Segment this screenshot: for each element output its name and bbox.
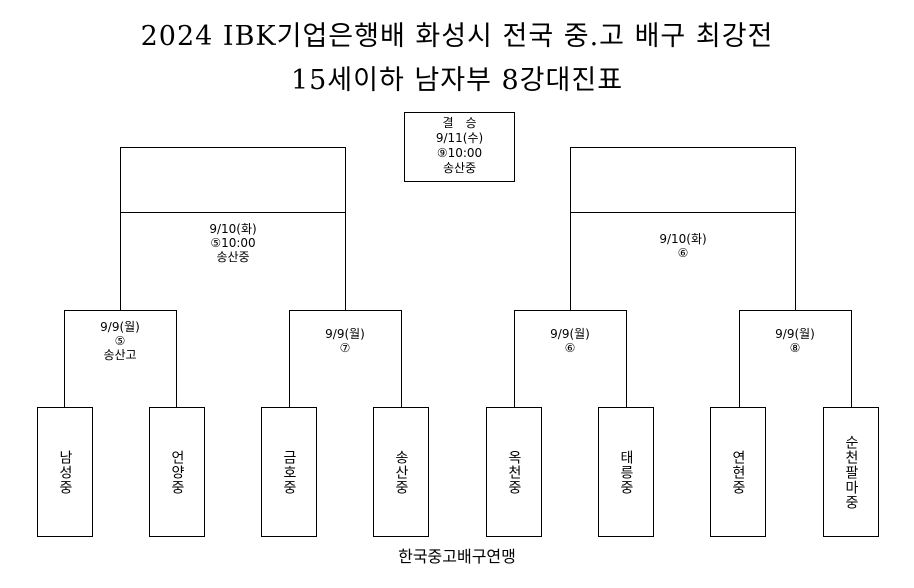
quarterfinal-date: 9/9(월) [550,327,590,341]
team-box: 남성중 [37,407,93,537]
team-name: 금호중 [281,449,297,495]
page-title: 2024 IBK기업은행배 화성시 전국 중.고 배구 최강전 [140,21,774,52]
semifinal-date: 9/10(화) [209,222,257,236]
quarterfinal-match-number: ⑥ [564,341,576,355]
quarterfinal-match-number: ⑦ [339,341,351,355]
team-name: 옥천중 [506,449,522,495]
final-match-box: 결승 9/11(수) ⑨10:00 송산중 [404,112,515,182]
quarterfinal-match-number: ⑧ [789,341,801,355]
quarterfinal-venue: 송산고 [103,348,137,362]
bracket-line-semi-1 [120,212,346,310]
final-label: 결승 [442,116,489,130]
team-name: 남성중 [57,449,73,495]
footer-organization: 한국중고배구연맹 [398,547,516,566]
bracket-line-qf-1 [64,310,177,407]
team-box: 금호중 [261,407,317,537]
team-box: 옥천중 [486,407,542,537]
team-name: 순천팔마중 [843,434,859,510]
bracket-line-qf-2 [289,310,402,407]
team-box: 연현중 [710,407,766,537]
team-name: 송산중 [393,449,409,495]
bracket-line-final [570,147,796,212]
quarterfinal-match-number: ⑤ [114,334,126,348]
bracket-line-semi-2 [570,212,796,310]
semifinal-2-label: 9/10(화) ⑥ [613,232,753,260]
bracket-line-final [120,147,346,212]
quarterfinal-date: 9/9(월) [325,327,365,341]
final-date: 9/11(수) [435,131,484,145]
semifinal-date: 9/10(화) [659,232,707,246]
quarterfinal-date: 9/9(월) [775,327,815,341]
quarterfinal-3-label: 9/9(월) ⑥ [500,327,640,355]
quarterfinal-4-label: 9/9(월) ⑧ [725,327,865,355]
bracket-line-qf-4 [739,310,852,407]
quarterfinal-2-label: 9/9(월) ⑦ [275,327,415,355]
team-box: 송산중 [373,407,429,537]
team-box: 태릉중 [598,407,654,537]
semifinal-venue: 송산중 [216,250,250,264]
team-box: 언양중 [149,407,205,537]
team-box: 순천팔마중 [823,407,879,537]
quarterfinal-1-label: 9/9(월) ⑤ 송산고 [50,320,190,362]
page-subtitle: 15세이하 남자부 8강대진표 [290,65,624,96]
team-name: 태릉중 [618,449,634,495]
quarterfinal-date: 9/9(월) [100,320,140,334]
team-name: 언양중 [169,449,185,495]
semifinal-match-number: ⑤10:00 [210,236,256,250]
final-match-number: ⑨10:00 [436,146,483,160]
bracket-line-qf-3 [514,310,627,407]
semifinal-1-label: 9/10(화) ⑤10:00 송산중 [163,222,303,264]
team-name: 연현중 [730,449,746,495]
semifinal-match-number: ⑥ [677,246,689,260]
final-venue: 송산중 [442,161,477,175]
